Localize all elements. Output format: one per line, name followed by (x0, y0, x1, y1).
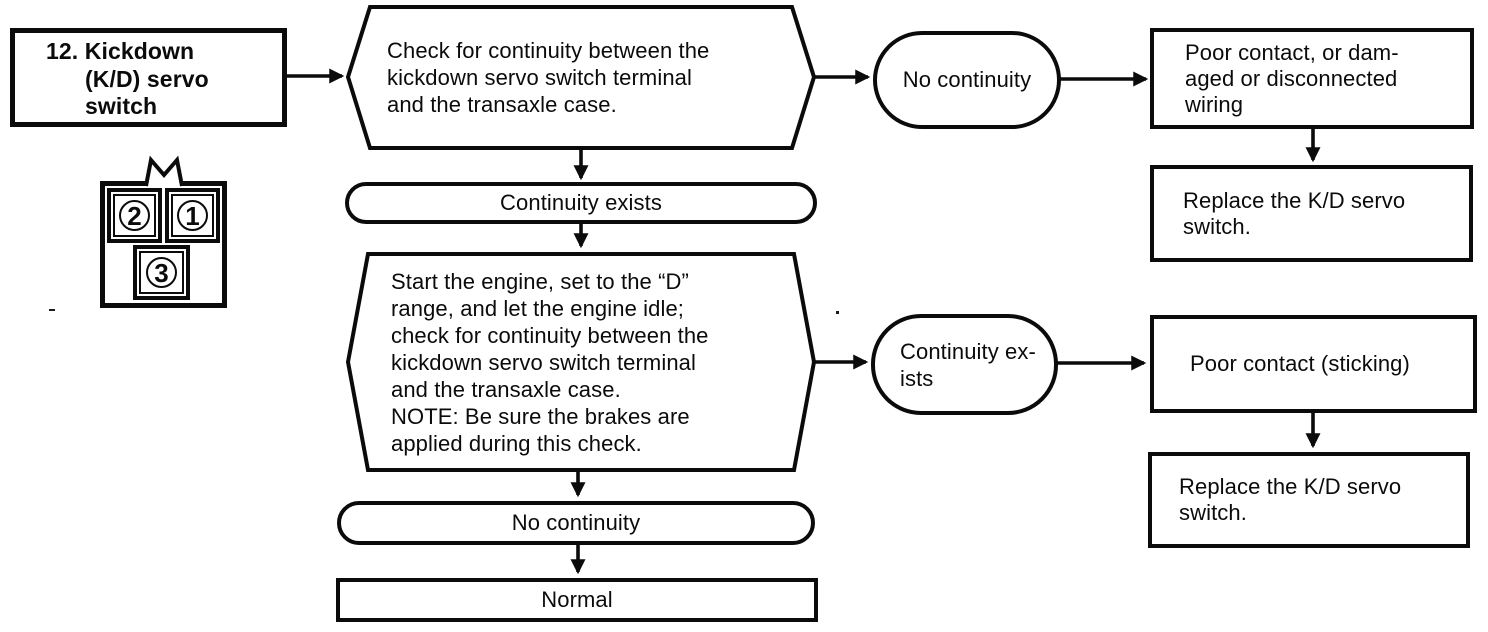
scan-speck (836, 311, 839, 314)
connector-pin-2: 2 (107, 188, 162, 243)
hexagon-outline (345, 5, 817, 150)
result-continuity-exists-pill: Continuity exists (345, 182, 817, 224)
item-title-box: 12. Kickdown (K/D) servo switch (10, 28, 287, 127)
scan-speck (49, 309, 55, 311)
pin-2-label: 2 (119, 200, 150, 231)
connector-keyway-icon (144, 155, 184, 187)
step-check-continuity-hex: Check for continuity between the kickdow… (345, 5, 817, 150)
cause-sticking-box: Poor contact (sticking) (1150, 315, 1477, 413)
branch-no-continuity-pill: No continuity (873, 31, 1061, 129)
step-engine-idle-check-text: Start the engine, set to the “D” range, … (391, 268, 709, 456)
connector-pin-3: 3 (133, 245, 190, 300)
step-engine-idle-check-hex: Start the engine, set to the “D” range, … (345, 252, 817, 472)
branch-continuity-exists-pill: Continuity ex- ists (871, 314, 1058, 415)
pin-1-label: 1 (177, 200, 208, 231)
connector-pin-1: 1 (165, 188, 220, 243)
pin-3-label: 3 (146, 257, 177, 288)
final-normal-box: Normal (336, 578, 818, 622)
cause-damaged-wiring-box: Poor contact, or dam- aged or disconnect… (1150, 28, 1474, 129)
remedy-replace-switch-box-1: Replace the K/D servo switch. (1150, 165, 1473, 262)
result-no-continuity-pill: No continuity (337, 501, 815, 545)
step-check-continuity-text: Check for continuity between the kickdow… (387, 38, 710, 117)
hexagon-outline (345, 252, 817, 472)
remedy-replace-switch-box-2: Replace the K/D servo switch. (1148, 452, 1470, 548)
